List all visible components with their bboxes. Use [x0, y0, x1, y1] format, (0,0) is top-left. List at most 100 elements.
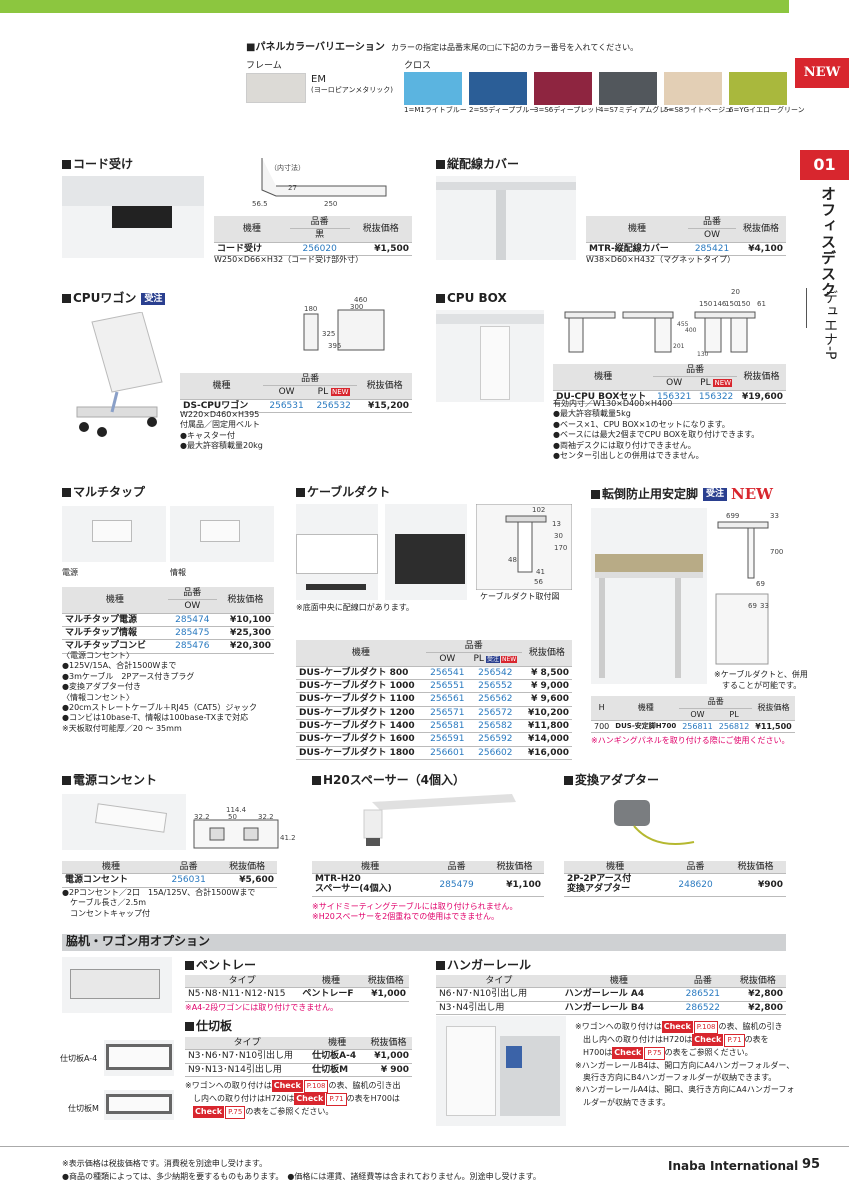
adapter-heading: 変換アダプター — [564, 773, 659, 788]
svg-text:61: 61 — [757, 300, 766, 308]
pen-tray-heading: ペントレー — [185, 958, 256, 973]
cable-duct-photo-1 — [296, 504, 378, 600]
cpu-wagon-dimension-drawing: 460 300 180 325 395 — [303, 296, 385, 351]
stabilizer-warning: ※ハンギングパネルを取り付ける際にご使用ください。 — [591, 736, 790, 745]
pen-tray-photo — [62, 957, 172, 1013]
section-title-vertical: オフィスデスク — [819, 186, 837, 298]
cable-duct-note: ※底面中央に配線口があります。 — [296, 603, 414, 612]
cord-receiver-heading: コード受け — [62, 157, 133, 172]
svg-text:325: 325 — [322, 330, 335, 338]
frame-label: フレーム — [246, 61, 282, 71]
footer-note-1: ※表示価格は税抜価格です。消費税を別途申し受けます。 — [62, 1159, 268, 1168]
svg-text:146: 146 — [713, 300, 727, 308]
table-row: N9･N13･N14引出し用仕切板M¥ 900 — [185, 1063, 412, 1078]
footer-note-2: ●商品の種類によっては、多少納期を要するものもあります。 ●価格には運賃、諸経費… — [62, 1172, 541, 1181]
stabilizer-dimension-drawing: 699 33 700 69 69 33 — [715, 512, 783, 665]
cpu-box-notes: 有効内寸／W130×D400×H400●最大許容積載量5kg●ベース×1、CPU… — [553, 399, 760, 460]
svg-text:395: 395 — [328, 342, 341, 350]
panel-color-desc: カラーの指定は品番末尾の□に下記のカラー番号を入れてください。 — [391, 43, 639, 52]
svg-text:699: 699 — [726, 512, 739, 520]
cord-receiver-dimension-drawing: （内寸法） 56.5 250 27 — [252, 158, 387, 208]
outlet-notes: ●2Pコンセント／2口 15A/125V、合計1500Wまでケーブル長さ／2.5… — [62, 888, 256, 918]
cloth-swatch-label: 5=S8ライトベージュ — [664, 106, 732, 114]
svg-text:201: 201 — [673, 343, 685, 350]
cable-duct-heading: ケーブルダクト — [296, 485, 390, 500]
cpu-box-dimension-drawing: 20 150 146 150 150 61 400 455 201 130 — [564, 288, 766, 356]
cloth-swatch — [404, 72, 462, 105]
outlet-photo — [62, 794, 186, 850]
svg-text:400: 400 — [685, 327, 697, 334]
cloth-swatch-label: 1=M1ライトブルー — [404, 106, 467, 114]
cloth-swatch-label: 2=S5ディープブルー — [469, 106, 537, 114]
cable-duct-photo-2 — [385, 504, 467, 600]
svg-text:300: 300 — [350, 303, 363, 311]
divider-table: タイプ機種税抜価格 N3･N6･N7･N10引出し用仕切板A-4¥1,000 N… — [185, 1037, 412, 1078]
frame-code: EM — [311, 74, 326, 85]
frame-name: (ヨーロピアンメタリック) — [311, 86, 393, 94]
svg-text:130: 130 — [697, 351, 709, 356]
multitap-caption-power: 電源 — [62, 568, 78, 577]
spacer-notes: ※サイドミーティングテーブルには取り付けられません。※H20スペーサーを2個重ね… — [312, 902, 518, 922]
svg-text:48: 48 — [508, 556, 517, 564]
divider-caption-m: 仕切板M — [68, 1104, 99, 1113]
svg-text:150: 150 — [725, 300, 738, 308]
new-badge: NEW — [795, 58, 849, 88]
svg-text:56.5: 56.5 — [252, 200, 268, 208]
pen-tray-note: ※A4-2段ワゴンには取り付けできません。 — [185, 1003, 339, 1012]
svg-text:32.2: 32.2 — [258, 813, 274, 821]
multitap-caption-info: 情報 — [170, 568, 186, 577]
svg-text:41: 41 — [536, 568, 545, 576]
svg-text:（内寸法）: （内寸法） — [270, 163, 305, 172]
svg-text:33: 33 — [760, 602, 769, 610]
cloth-label: クロス — [404, 61, 432, 71]
series-name-vertical: デュエナ-P — [822, 290, 838, 360]
stabilizer-photo — [591, 508, 707, 684]
svg-text:69: 69 — [756, 580, 765, 588]
stabilizer-note-1: ※ケーブルダクトと、併用 — [714, 670, 808, 679]
table-row: N3･N6･N7･N10引出し用仕切板A-4¥1,000 — [185, 1049, 412, 1064]
multitap-heading: マルチタップ — [62, 485, 145, 500]
cloth-swatch — [469, 72, 527, 105]
cloth-swatch — [729, 72, 787, 105]
spacer-heading: H20スペーサー（4個入） — [312, 773, 465, 788]
cable-cover-photo — [436, 176, 576, 260]
cpu-box-heading: CPU BOX — [436, 291, 507, 306]
svg-text:250: 250 — [324, 200, 337, 208]
cloth-swatch-label: 3=S6ディープレッド — [534, 106, 602, 114]
svg-text:50: 50 — [228, 813, 237, 821]
hanger-rail-photo — [436, 1016, 566, 1126]
stabilizer-note-2: することが可能です。 — [722, 681, 802, 690]
multitap-power-photo — [62, 506, 166, 562]
cord-receiver-spec: W250×D66×H32（コード受け部外寸） — [214, 255, 364, 264]
outlet-dimension-drawing: 114.4 32.2 50 32.2 41.2 — [193, 806, 296, 849]
svg-text:30: 30 — [554, 532, 563, 540]
cloth-swatch — [534, 72, 592, 105]
cloth-swatch-label: 6=YGイエローグリーン — [729, 106, 805, 114]
svg-text:455: 455 — [677, 321, 689, 328]
svg-text:32.2: 32.2 — [194, 813, 210, 821]
cable-cover-heading: 縦配線カバー — [436, 157, 519, 172]
svg-text:102: 102 — [532, 506, 545, 514]
cloth-swatch — [599, 72, 657, 105]
svg-text:150: 150 — [699, 300, 712, 308]
hanger-rail-heading: ハンガーレール — [436, 958, 531, 973]
cpu-wagon-photo — [76, 312, 163, 437]
cpu-wagon-heading: CPUワゴン受注 — [62, 291, 166, 306]
divider-a4-photo — [104, 1040, 174, 1076]
